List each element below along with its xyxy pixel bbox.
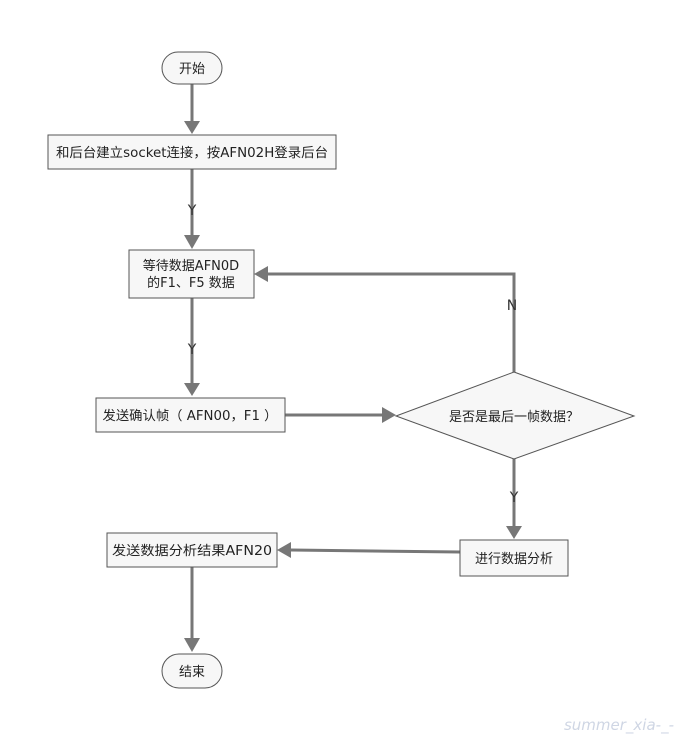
node-start-label: 开始 xyxy=(179,62,205,77)
node-send-result-label: 发送数据分析结果AFN20 xyxy=(112,543,272,559)
node-wait: 等待数据AFN0D 的F1、F5 数据 xyxy=(128,249,255,299)
node-send-result: 发送数据分析结果AFN20 xyxy=(106,532,278,568)
node-wait-label-line2: 的F1、F5 数据 xyxy=(147,275,235,291)
arrowhead-wait-to-ack xyxy=(184,383,200,396)
arrowhead-send-result-to-end xyxy=(184,638,200,652)
node-decision: 是否是最后一帧数据？ xyxy=(394,371,636,460)
edge-label-wait-to-ack: Y xyxy=(187,342,197,358)
arrowhead-decision-to-wait xyxy=(254,266,268,282)
arrowhead-ack-to-decision xyxy=(382,407,396,423)
node-wait-label-line1: 等待数据AFN0D xyxy=(143,258,239,274)
edge-analyze-to-send-result xyxy=(290,548,461,554)
node-start: 开始 xyxy=(161,51,223,85)
node-end: 结束 xyxy=(161,653,223,689)
edge-label-decision-to-wait: N xyxy=(507,298,517,314)
arrowhead-start-to-connect xyxy=(184,121,200,134)
watermark: summer_xia-_- xyxy=(564,716,674,735)
edge-decision-to-wait xyxy=(268,272,516,372)
arrowhead-decision-to-analyze xyxy=(506,526,522,539)
node-ack: 发送确认帧（ AFN00，F1 ） xyxy=(95,397,286,433)
arrowhead-analyze-to-send-result xyxy=(277,542,291,558)
node-connect: 和后台建立socket连接，按AFN02H登录后台 xyxy=(47,134,337,170)
node-decision-label: 是否是最后一帧数据？ xyxy=(449,410,579,425)
edge-label-connect-to-wait: Y xyxy=(187,203,197,219)
node-connect-label: 和后台建立socket连接，按AFN02H登录后台 xyxy=(56,145,328,161)
edge-label-decision-to-analyze: Y xyxy=(509,490,519,506)
node-ack-label: 发送确认帧（ AFN00，F1 ） xyxy=(103,408,278,424)
node-end-label: 结束 xyxy=(179,665,205,680)
node-analyze-label: 进行数据分析 xyxy=(475,552,553,567)
arrowhead-connect-to-wait xyxy=(184,235,200,249)
node-analyze: 进行数据分析 xyxy=(459,539,569,577)
